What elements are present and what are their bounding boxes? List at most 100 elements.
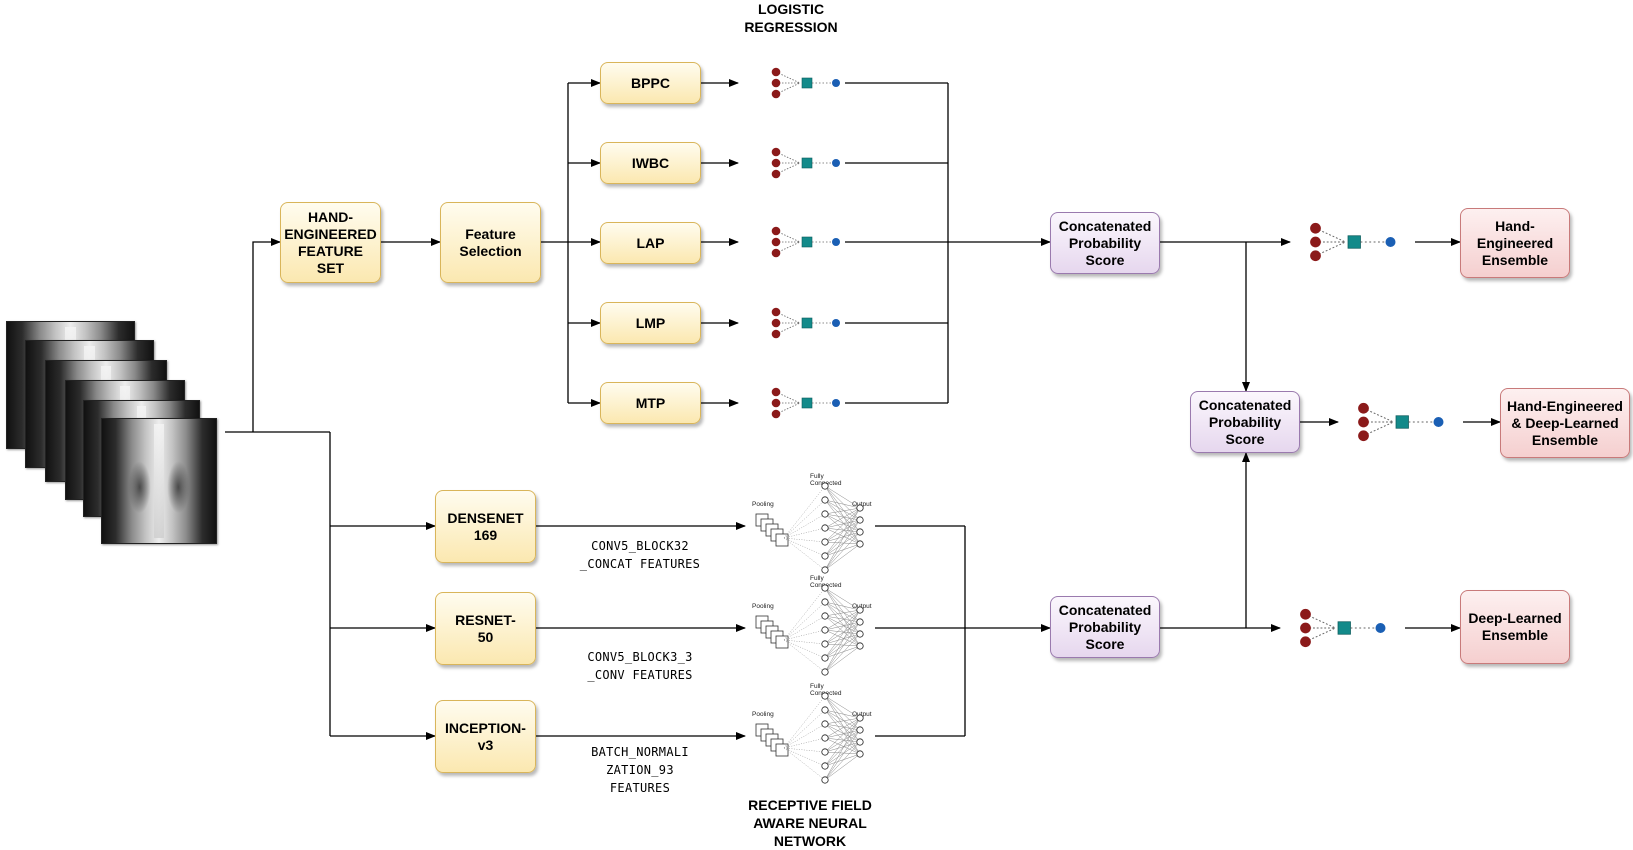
- dense-edge: [824, 633, 861, 659]
- output-neuron: [856, 750, 864, 758]
- input-node: [771, 226, 781, 236]
- pooling-edge: [783, 499, 826, 539]
- hidden-neuron: [821, 552, 829, 560]
- hidden-neuron: [821, 762, 829, 770]
- pooling-edge: [783, 601, 826, 641]
- pooling-edge: [783, 709, 826, 749]
- dense-edge: [824, 609, 861, 673]
- dense-edge: [824, 587, 861, 611]
- pooling-edge: [783, 723, 826, 749]
- dense-edge: [824, 723, 861, 743]
- hidden-neuron: [821, 706, 829, 714]
- output-neuron: [856, 714, 864, 722]
- dense-edge: [824, 531, 861, 557]
- densenet-box: DENSENET 169: [435, 490, 536, 563]
- dense-edge: [824, 695, 861, 743]
- logistic-regression-icon: [771, 147, 840, 179]
- output-label: Output: [852, 711, 872, 718]
- input-node: [771, 248, 781, 258]
- dense-edge: [824, 609, 861, 631]
- pooling-square: [775, 533, 789, 547]
- output-node: [1433, 417, 1444, 427]
- concatenated-probability-score-middle: Concatenated Probability Score: [1190, 391, 1300, 453]
- output-neuron: [856, 738, 864, 746]
- dense-edge: [824, 499, 861, 521]
- output-neuron: [856, 618, 864, 626]
- hand-engineered-ensemble-box: Hand- Engineered Ensemble: [1460, 208, 1570, 278]
- dense-edge: [824, 499, 861, 533]
- dense-edge: [824, 601, 861, 635]
- dense-edge: [824, 621, 861, 659]
- dense-edge: [824, 485, 861, 545]
- pooling-edge: [783, 639, 826, 659]
- dense-edge: [824, 609, 861, 645]
- dense-edge: [824, 753, 861, 767]
- dense-edge: [824, 519, 861, 571]
- pooling-square: [775, 635, 789, 649]
- hidden-neuron: [821, 482, 829, 490]
- input-node: [771, 329, 781, 339]
- hidden-neuron: [821, 566, 829, 574]
- pooling-edge: [783, 537, 826, 557]
- logistic-regression-icon: [1300, 608, 1386, 648]
- dense-edge: [824, 531, 861, 543]
- input-node: [1300, 622, 1311, 634]
- output-neuron: [856, 504, 864, 512]
- weight-edge: [775, 391, 801, 404]
- weight-edge: [1363, 407, 1394, 423]
- output-neuron: [856, 726, 864, 734]
- output-label: Output: [852, 603, 872, 610]
- weight-edge: [775, 230, 801, 243]
- logistic-regression-icon: [771, 307, 840, 339]
- output-node: [832, 399, 840, 407]
- weight-edge: [775, 402, 801, 415]
- input-node: [771, 67, 781, 77]
- pooling-edge: [783, 639, 826, 673]
- logistic-regression-icon: [771, 226, 840, 258]
- input-node: [771, 89, 781, 99]
- dense-edge: [824, 723, 861, 755]
- dense-edge: [824, 485, 861, 533]
- input-node: [771, 318, 781, 328]
- logistic-regression-icon: [771, 387, 840, 419]
- dense-edge: [824, 543, 861, 571]
- input-node: [1358, 402, 1369, 414]
- output-neuron: [856, 630, 864, 638]
- dense-edge: [824, 507, 861, 529]
- hidden-neuron: [821, 510, 829, 518]
- dense-edge: [824, 621, 861, 631]
- feature-selection-box: Feature Selection: [440, 202, 541, 283]
- fully-connected-label: Fully: [810, 473, 824, 480]
- input-node: [1310, 222, 1321, 234]
- dense-edge: [824, 485, 861, 521]
- neural-network-icon: PoolingFullyConnectedOutput: [752, 683, 872, 784]
- dense-edge: [824, 587, 861, 635]
- input-node: [771, 78, 781, 88]
- dense-edge: [824, 609, 861, 617]
- pooling-edge: [783, 485, 826, 539]
- pooling-edge: [783, 695, 826, 749]
- dense-edge: [824, 485, 861, 509]
- dense-edge: [824, 737, 861, 755]
- input-node: [1310, 236, 1321, 248]
- input-node: [1300, 608, 1311, 620]
- dense-edge: [824, 695, 861, 719]
- dense-edge: [824, 601, 861, 647]
- dense-edge: [824, 527, 861, 545]
- fully-connected-label: Fully: [810, 575, 824, 582]
- weight-edge: [1315, 227, 1346, 243]
- dense-edge: [824, 519, 861, 557]
- output-node: [1375, 623, 1386, 633]
- dense-edge: [824, 709, 861, 755]
- sum-node: [801, 397, 813, 409]
- xray-image: [101, 418, 217, 544]
- dense-edge: [824, 729, 861, 753]
- input-node: [771, 387, 781, 397]
- dense-edge: [824, 737, 861, 743]
- sum-node: [801, 236, 813, 248]
- densenet-feature-label: CONV5_BLOCK32 _CONCAT FEATURES: [579, 539, 701, 571]
- dense-edge: [824, 615, 861, 647]
- dense-edge: [824, 507, 861, 557]
- input-node: [771, 169, 781, 179]
- output-label: Output: [852, 501, 872, 508]
